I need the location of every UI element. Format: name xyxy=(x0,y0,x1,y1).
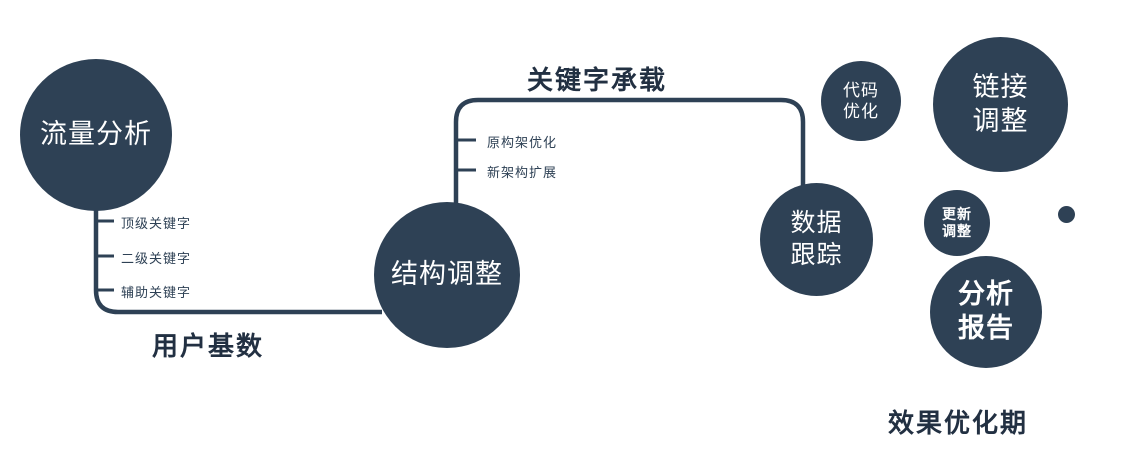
node-update-adjustment: 更新 调整 xyxy=(924,190,990,256)
node-traffic-analysis: 流量分析 xyxy=(20,59,172,211)
node-data-tracking-label-line2: 跟踪 xyxy=(790,240,843,269)
edge-label-user-base: 用户基数 xyxy=(152,331,265,361)
node-update-adjustment-label-line2: 调整 xyxy=(942,223,972,239)
node-code-optimization: 代码 优化 xyxy=(821,61,901,141)
branch-label-secondary-keywords: 二级关键字 xyxy=(121,251,192,266)
node-update-adjustment-label-line1: 更新 xyxy=(942,205,972,222)
node-analysis-report-label-line1: 分析 xyxy=(958,279,1014,310)
branch-label-new-framework-expansion: 新架构扩展 xyxy=(487,165,558,180)
node-traffic-analysis-label: 流量分析 xyxy=(40,119,152,150)
node-code-optimization-label-line1: 代码 xyxy=(843,80,879,100)
branch-label-auxiliary-keywords: 辅助关键字 xyxy=(121,285,192,300)
branch-label-original-framework-optimization: 原构架优化 xyxy=(487,135,558,150)
node-link-adjustment-label-line1: 链接 xyxy=(972,71,1029,102)
branch-label-top-keywords: 顶级关键字 xyxy=(121,216,192,231)
node-structure-adjustment-label: 结构调整 xyxy=(391,259,503,290)
node-link-adjustment: 链接 调整 xyxy=(933,37,1068,172)
dot-marker xyxy=(1058,206,1075,223)
edge-label-keyword-carry: 关键字承载 xyxy=(527,65,668,95)
node-code-optimization-label-line2: 优化 xyxy=(843,102,879,121)
connector-structure-to-tracking xyxy=(453,97,806,205)
node-link-adjustment-label-line2: 调整 xyxy=(972,105,1029,136)
node-analysis-report: 分析 报告 xyxy=(930,256,1042,368)
node-structure-adjustment: 结构调整 xyxy=(374,202,520,348)
node-data-tracking-label-line1: 数据 xyxy=(790,209,843,238)
node-data-tracking: 数据 跟踪 xyxy=(760,183,873,296)
footer-label-effect-optimization-phase: 效果优化期 xyxy=(888,408,1029,438)
node-analysis-report-label-line2: 报告 xyxy=(958,313,1014,343)
